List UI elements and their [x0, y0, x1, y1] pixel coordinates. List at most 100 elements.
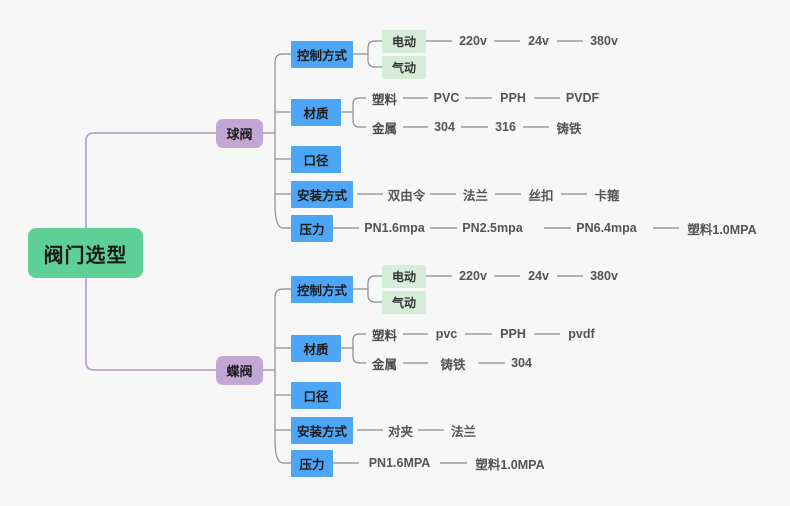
root-node[interactable]: 阀门选型: [28, 228, 143, 278]
leaf-butterfly-pressure-2[interactable]: 塑料1.0MPA: [467, 452, 553, 474]
leaf-label: 丝扣: [528, 188, 554, 203]
leaf-label: 法兰: [450, 424, 476, 439]
leaf-ball-plastic-pvc[interactable]: PVC: [428, 87, 465, 109]
node-ball-plastic-label: 塑料: [371, 92, 397, 107]
node-ball-installation-label: 安装方式: [296, 189, 347, 203]
branch-node-butterfly-valve-label: 蝶阀: [226, 364, 253, 379]
leaf-label: 380v: [590, 269, 618, 283]
leaf-ball-metal-304[interactable]: 304: [428, 116, 461, 138]
leaf-label: pvc: [435, 327, 458, 341]
leaf-label: 塑料1.0MPA: [475, 457, 545, 472]
leaf-label: 法兰: [462, 188, 488, 203]
leaf-ball-installation-2[interactable]: 法兰: [456, 183, 495, 205]
leaf-butterfly-pressure-1[interactable]: PN1.6MPA: [359, 452, 440, 474]
branch-node-ball-valve-label: 球阀: [226, 127, 253, 142]
leaf-label: 316: [495, 120, 516, 134]
node-ball-pressure-label: 压力: [299, 223, 325, 237]
leaf-label: 铸铁: [556, 121, 582, 136]
node-ball-metal-label: 金属: [371, 121, 397, 136]
leaf-label: 双由令: [387, 188, 426, 203]
leaf-label: PVC: [433, 91, 460, 105]
leaf-label: 220v: [459, 34, 487, 48]
node-ball-electric-label: 电动: [391, 35, 416, 49]
node-ball-plastic[interactable]: 塑料: [366, 87, 403, 109]
leaf-label: 304: [511, 356, 532, 370]
leaf-label: 塑料1.0MPA: [687, 222, 757, 237]
node-butterfly-metal[interactable]: 金属: [366, 352, 403, 374]
leaf-label: 380v: [590, 34, 618, 48]
leaf-label: PVDF: [565, 91, 600, 105]
leaf-ball-installation-1[interactable]: 双由令: [383, 183, 430, 205]
node-ball-metal[interactable]: 金属: [366, 116, 403, 138]
node-ball-pneumatic[interactable]: 气动: [382, 56, 426, 79]
node-butterfly-plastic[interactable]: 塑料: [366, 323, 403, 345]
leaf-ball-metal-cast-iron[interactable]: 铸铁: [549, 116, 589, 138]
node-butterfly-installation-label: 安装方式: [296, 425, 347, 439]
leaf-label: 对夹: [387, 424, 413, 439]
node-butterfly-control-mode[interactable]: 控制方式: [291, 276, 353, 303]
leaf-ball-electric-380v[interactable]: 380v: [583, 30, 625, 52]
leaf-label: PN6.4mpa: [576, 221, 637, 235]
leaf-label: 铸铁: [440, 357, 466, 372]
node-butterfly-metal-label: 金属: [371, 357, 397, 372]
leaf-butterfly-plastic-pvdf[interactable]: pvdf: [560, 323, 603, 345]
leaf-ball-pressure-3[interactable]: PN6.4mpa: [571, 217, 642, 239]
node-butterfly-caliber[interactable]: 口径: [291, 382, 341, 409]
leaf-butterfly-electric-24v[interactable]: 24v: [520, 265, 557, 287]
node-ball-control-mode[interactable]: 控制方式: [291, 41, 353, 68]
node-butterfly-caliber-label: 口径: [303, 390, 329, 404]
leaf-label: 220v: [459, 269, 487, 283]
leaf-butterfly-electric-220v[interactable]: 220v: [452, 265, 494, 287]
node-butterfly-installation[interactable]: 安装方式: [291, 417, 353, 444]
leaf-label: PPH: [500, 91, 526, 105]
leaf-butterfly-installation-2[interactable]: 法兰: [444, 419, 483, 441]
leaf-butterfly-metal-304[interactable]: 304: [505, 352, 538, 374]
leaf-ball-installation-3[interactable]: 丝扣: [521, 183, 561, 205]
leaf-label: PPH: [500, 327, 526, 341]
node-ball-installation[interactable]: 安装方式: [291, 181, 353, 208]
leaf-label: PN2.5mpa: [462, 221, 523, 235]
node-ball-pneumatic-label: 气动: [391, 61, 416, 75]
leaf-label: 24v: [528, 34, 549, 48]
node-butterfly-pneumatic-label: 气动: [391, 296, 416, 310]
node-butterfly-pressure-label: 压力: [299, 458, 325, 472]
leaf-ball-electric-220v[interactable]: 220v: [452, 30, 494, 52]
node-ball-material[interactable]: 材质: [291, 99, 341, 126]
leaf-butterfly-plastic-pvc[interactable]: pvc: [428, 323, 465, 345]
node-butterfly-electric[interactable]: 电动: [382, 265, 426, 288]
leaf-ball-plastic-pvdf[interactable]: PVDF: [560, 87, 605, 109]
node-ball-material-label: 材质: [303, 107, 329, 121]
leaf-ball-installation-4[interactable]: 卡箍: [587, 183, 627, 205]
leaf-ball-pressure-1[interactable]: PN1.6mpa: [359, 217, 430, 239]
node-butterfly-material[interactable]: 材质: [291, 335, 341, 362]
leaf-ball-electric-24v[interactable]: 24v: [520, 30, 557, 52]
node-butterfly-plastic-label: 塑料: [371, 328, 397, 343]
leaf-ball-pressure-2[interactable]: PN2.5mpa: [457, 217, 528, 239]
node-butterfly-control-mode-label: 控制方式: [296, 284, 347, 298]
leaf-ball-metal-316[interactable]: 316: [488, 116, 523, 138]
leaf-label: 304: [434, 120, 455, 134]
leaf-label: PN1.6MPA: [368, 456, 431, 470]
leaf-butterfly-electric-380v[interactable]: 380v: [583, 265, 625, 287]
node-ball-pressure[interactable]: 压力: [291, 215, 333, 242]
leaf-label: pvdf: [568, 327, 595, 341]
node-butterfly-pressure[interactable]: 压力: [291, 450, 333, 477]
leaf-butterfly-plastic-pph[interactable]: PPH: [492, 323, 534, 345]
node-butterfly-material-label: 材质: [303, 343, 329, 357]
leaf-label: PN1.6mpa: [364, 221, 425, 235]
leaf-label: 24v: [528, 269, 549, 283]
leaf-ball-pressure-4[interactable]: 塑料1.0MPA: [679, 217, 765, 239]
node-ball-caliber-label: 口径: [303, 154, 329, 168]
branch-node-ball-valve[interactable]: 球阀: [216, 119, 263, 148]
leaf-label: 卡箍: [594, 188, 620, 203]
node-butterfly-electric-label: 电动: [391, 270, 416, 284]
node-ball-caliber[interactable]: 口径: [291, 146, 341, 173]
branch-node-butterfly-valve[interactable]: 蝶阀: [216, 356, 263, 385]
leaf-ball-plastic-pph[interactable]: PPH: [492, 87, 534, 109]
node-butterfly-pneumatic[interactable]: 气动: [382, 291, 426, 314]
node-ball-control-mode-label: 控制方式: [296, 49, 347, 63]
leaf-butterfly-metal-cast-iron[interactable]: 铸铁: [428, 352, 478, 374]
node-ball-electric[interactable]: 电动: [382, 30, 426, 53]
leaf-butterfly-installation-1[interactable]: 对夹: [383, 419, 418, 441]
